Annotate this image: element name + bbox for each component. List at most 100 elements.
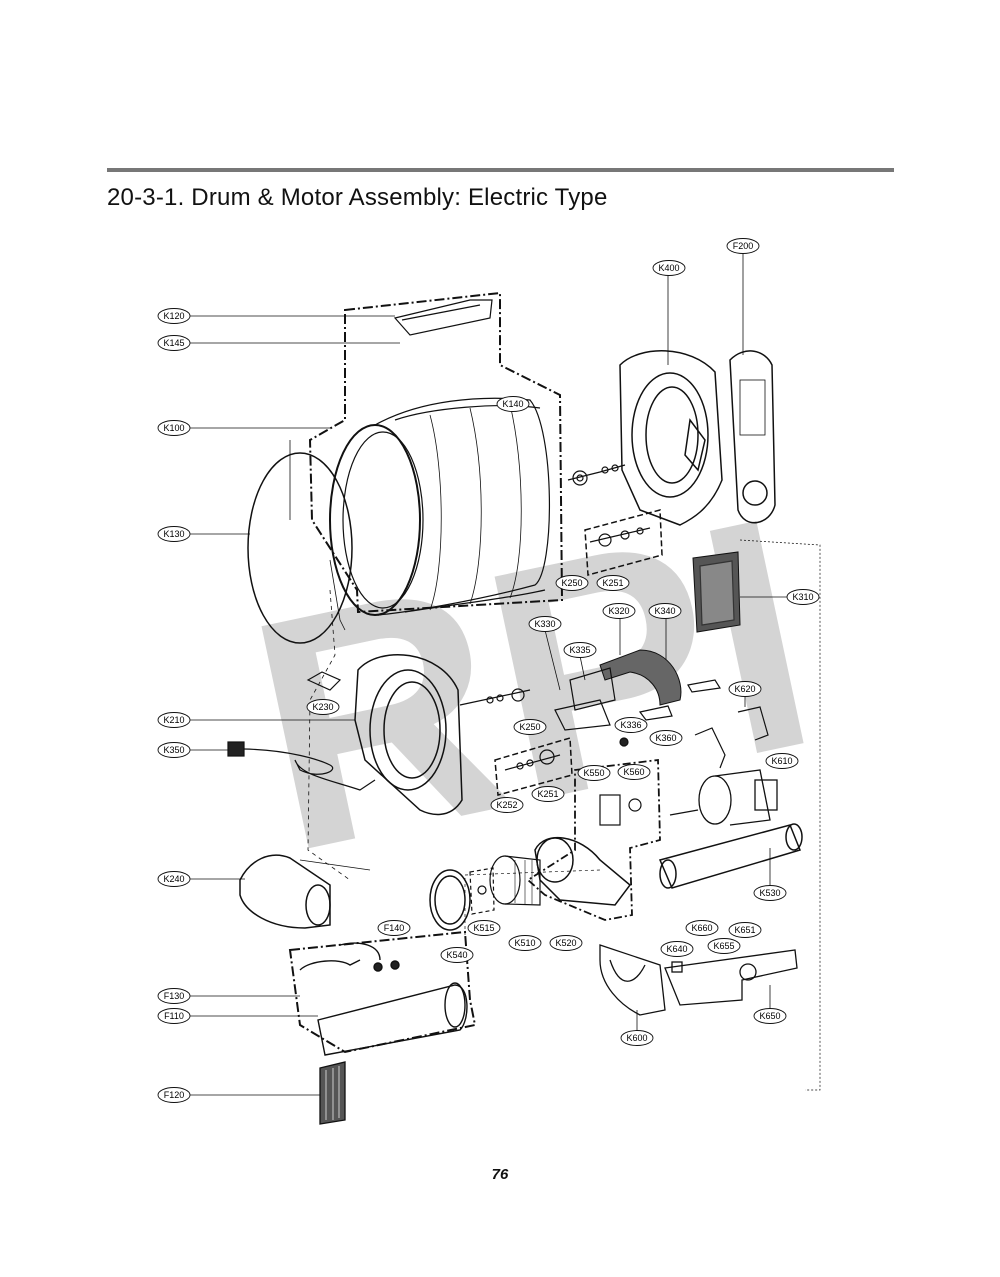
callout-k340: K340 <box>648 603 682 619</box>
callout-k350: K350 <box>157 742 191 758</box>
callout-label: K335 <box>569 645 590 655</box>
callout-label: K640 <box>666 944 687 954</box>
callout-label: K240 <box>163 874 184 884</box>
callout-k520: K520 <box>549 935 583 951</box>
roller-parts-top <box>589 527 651 547</box>
callout-label: K250 <box>561 578 582 588</box>
callout-label: K610 <box>771 756 792 766</box>
callout-label: K100 <box>163 423 184 433</box>
callout-k540: K540 <box>440 947 474 963</box>
callout-k620: K620 <box>728 681 762 697</box>
callout-label: K400 <box>658 263 679 273</box>
heater-element <box>319 1061 346 1125</box>
callout-label: K620 <box>734 684 755 694</box>
callout-k550: K550 <box>577 765 611 781</box>
callout-label: K651 <box>734 925 755 935</box>
callout-label: K650 <box>759 1011 780 1021</box>
callout-k145: K145 <box>157 335 191 351</box>
page-title: 20-3-1. Drum & Motor Assembly: Electric … <box>107 184 608 211</box>
callout-label: F110 <box>164 1011 184 1021</box>
rear-shaft-parts <box>567 464 626 486</box>
drum-group-outline <box>308 291 564 614</box>
callout-label: K336 <box>620 720 641 730</box>
callout-k660: K660 <box>685 920 719 936</box>
callout-k251: K251 <box>596 575 630 591</box>
callout-label: K230 <box>312 702 333 712</box>
callout-label: K340 <box>654 606 675 616</box>
front-shaft-parts <box>459 688 531 706</box>
callout-k515: K515 <box>467 920 501 936</box>
callout-k320: K320 <box>602 603 636 619</box>
motor <box>669 769 778 826</box>
heater-housing <box>299 942 468 1056</box>
callout-label: K310 <box>792 592 813 602</box>
callout-label: K530 <box>759 888 780 898</box>
seal-ring <box>429 869 471 931</box>
lint-duct-parts <box>554 649 721 731</box>
callout-label: K655 <box>713 941 734 951</box>
callout-label: K360 <box>655 733 676 743</box>
callout-label: K251 <box>602 578 623 588</box>
front-duct <box>239 854 331 929</box>
callout-k140: K140 <box>496 396 530 412</box>
callout-label: K320 <box>608 606 629 616</box>
washer-group-outline <box>469 867 495 915</box>
drum-lifter <box>393 299 493 336</box>
callout-k360: K360 <box>649 730 683 746</box>
callout-label: K130 <box>163 529 184 539</box>
callout-k530: K530 <box>753 885 787 901</box>
callout-k230: K230 <box>306 699 340 715</box>
callout-label: K520 <box>555 938 576 948</box>
page-number: 76 <box>491 1166 509 1183</box>
exhaust-pipe <box>658 823 803 889</box>
callout-k240: K240 <box>157 871 191 887</box>
callout-label: K251 <box>537 789 558 799</box>
callout-label: K145 <box>163 338 184 348</box>
callout-k510: K510 <box>508 935 542 951</box>
callout-k120: K120 <box>157 308 191 324</box>
roller-group-outline-bottom <box>494 737 573 796</box>
callout-label: K210 <box>163 715 184 725</box>
callout-label: K140 <box>502 399 523 409</box>
roller-parts-bottom <box>504 749 561 771</box>
callout-f200: F200 <box>726 238 760 254</box>
callout-label: F200 <box>733 241 754 251</box>
motor-clip-left <box>694 727 726 769</box>
bracket <box>306 671 342 691</box>
callout-k310: K310 <box>786 589 820 605</box>
motor-group-outline <box>526 758 661 921</box>
callout-k400: K400 <box>652 260 686 276</box>
callout-k610: K610 <box>765 753 799 769</box>
callout-f140: F140 <box>377 920 411 936</box>
motor-mount-bracket <box>599 944 666 1016</box>
callout-k651: K651 <box>728 922 762 938</box>
callout-k560: K560 <box>617 764 651 780</box>
callout-k250: K250 <box>555 575 589 591</box>
callout-k210: K210 <box>157 712 191 728</box>
callout-k336: K336 <box>614 717 648 733</box>
callout-k600: K600 <box>620 1030 654 1046</box>
callout-f130: F130 <box>157 988 191 1004</box>
callout-label: K330 <box>534 619 555 629</box>
callout-label: K660 <box>691 923 712 933</box>
idler-spring <box>619 737 629 747</box>
idler-bracket <box>664 949 798 1006</box>
callout-k335: K335 <box>563 642 597 658</box>
callout-label: F130 <box>164 991 185 1001</box>
callout-label: K250 <box>519 722 540 732</box>
callout-k650: K650 <box>753 1008 787 1024</box>
header-rule <box>107 168 894 172</box>
lint-filter <box>692 551 741 633</box>
callout-label: K350 <box>163 745 184 755</box>
callout-k640: K640 <box>660 941 694 957</box>
callout-label: K600 <box>626 1033 647 1043</box>
motor-clip-right <box>737 706 769 741</box>
drum <box>329 397 551 616</box>
callout-k130: K130 <box>157 526 191 542</box>
callout-label: F140 <box>384 923 405 933</box>
front-bulkhead <box>354 653 463 816</box>
callout-k250b: K250 <box>513 719 547 735</box>
thermistor <box>599 794 642 826</box>
blower-wheel <box>489 855 541 906</box>
